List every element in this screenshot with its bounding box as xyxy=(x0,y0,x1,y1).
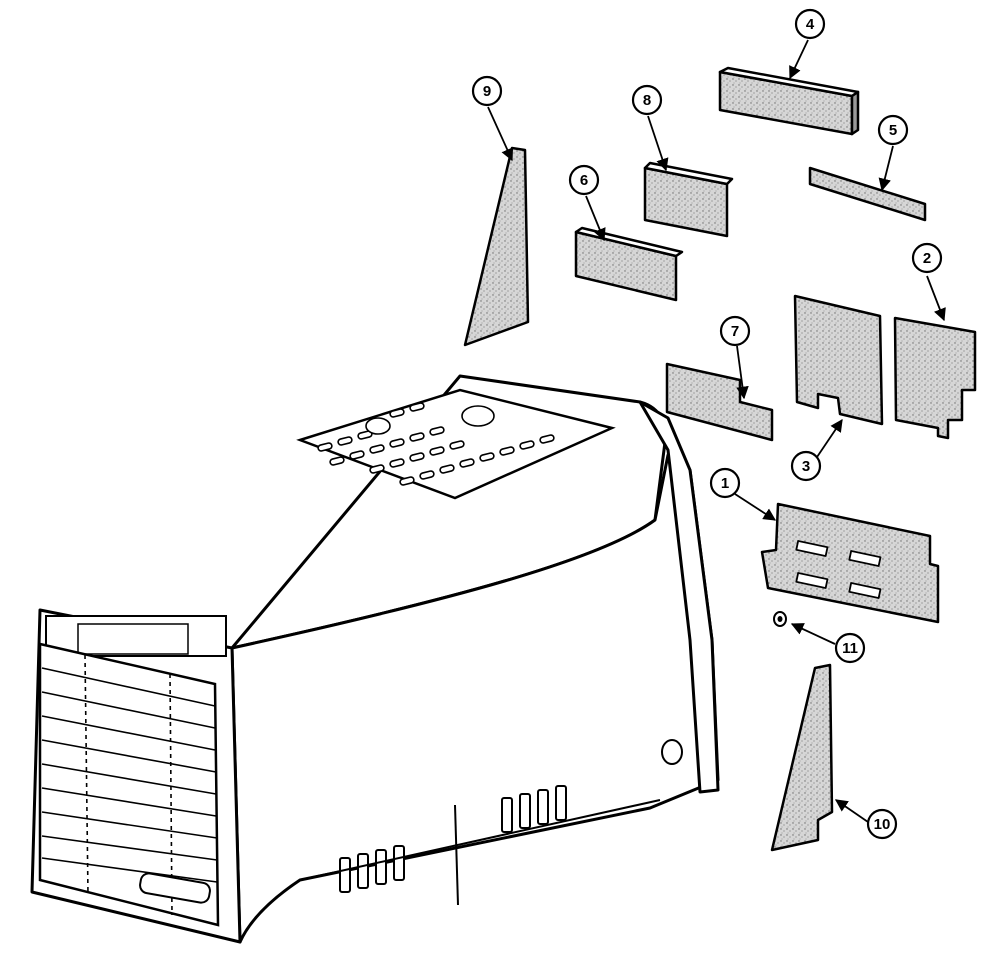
callouts: 1 2 3 4 5 6 7 8 9 10 11 xyxy=(471,8,943,840)
callout-badge: 1 xyxy=(709,467,741,499)
callout-badge: 8 xyxy=(631,84,663,116)
callout-number: 5 xyxy=(889,122,897,139)
callout-circle xyxy=(568,164,600,196)
callout-number: 1 xyxy=(721,475,729,492)
callout-badge: 2 xyxy=(911,242,943,274)
foam-parts xyxy=(463,66,977,852)
callout-number: 11 xyxy=(842,640,858,657)
callout-number: 2 xyxy=(923,250,931,267)
part-2 xyxy=(893,316,977,440)
callout-circle xyxy=(719,315,751,347)
callout-number: 9 xyxy=(483,83,491,100)
callout-number: 3 xyxy=(802,458,810,475)
part-9 xyxy=(463,146,530,347)
side-louvers xyxy=(299,739,683,906)
callout-badge: 10 xyxy=(866,808,898,840)
callout-badge: 11 xyxy=(834,632,866,664)
callout-badge: 7 xyxy=(719,315,751,347)
housing-right-side xyxy=(230,453,720,944)
callout-number: 4 xyxy=(806,16,815,33)
callout-number: 8 xyxy=(643,92,651,109)
part-1 xyxy=(760,502,940,624)
callout-circle xyxy=(911,242,943,274)
callout-circle xyxy=(794,8,826,40)
callout-circle xyxy=(471,75,503,107)
callout-circle xyxy=(709,467,741,499)
callout-badge: 5 xyxy=(877,114,909,146)
callout-circle xyxy=(834,632,866,664)
callout-circle xyxy=(866,808,898,840)
callout-badge: 3 xyxy=(790,450,822,482)
callout-circle xyxy=(631,84,663,116)
callout-circle xyxy=(790,450,822,482)
callout-circle xyxy=(877,114,909,146)
callout-number: 6 xyxy=(580,172,588,189)
top-vent-panel xyxy=(296,388,616,500)
part-10 xyxy=(770,663,834,852)
callout-number: 7 xyxy=(731,323,739,340)
callout-badge: 4 xyxy=(794,8,826,40)
part-5 xyxy=(808,166,927,222)
callout-number: 10 xyxy=(874,816,891,833)
callout-badge: 9 xyxy=(471,75,503,107)
leader-lines xyxy=(487,39,946,823)
housing-end-cap xyxy=(638,400,720,794)
front-grille xyxy=(38,615,227,927)
part-3 xyxy=(793,294,884,426)
callout-badge: 6 xyxy=(568,164,600,196)
part-7 xyxy=(665,362,774,442)
